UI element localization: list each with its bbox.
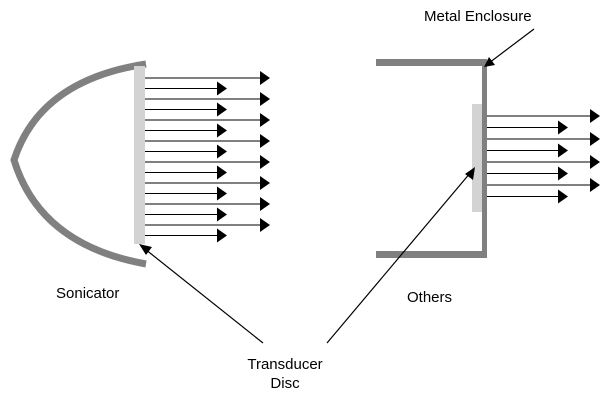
short-wave-arrow <box>145 228 227 243</box>
long-wave-arrow <box>145 218 270 232</box>
long-wave-arrow <box>487 155 600 169</box>
others-label: Others <box>407 289 453 306</box>
transducer-label-line1: Transducer <box>247 356 323 373</box>
long-wave-arrow <box>145 113 270 127</box>
sonicator-label: Sonicator <box>56 285 120 302</box>
short-wave-arrow <box>487 120 568 135</box>
short-wave-arrow <box>145 81 227 96</box>
others-wave-arrows <box>487 109 600 204</box>
short-wave-arrow <box>487 143 568 158</box>
short-wave-arrow <box>145 165 227 180</box>
pointer-metal-enclosure <box>484 28 535 67</box>
enclosure-bottom-wall <box>376 251 484 258</box>
enclosure-right-wall <box>482 59 487 258</box>
transducer-disc-label: Transducer Disc <box>230 355 340 393</box>
sonicator-housing <box>10 60 147 268</box>
long-wave-arrow <box>145 92 270 106</box>
metal-enclosure-label: Metal Enclosure <box>424 8 532 25</box>
long-wave-arrow <box>145 71 270 85</box>
enclosure-top-wall <box>376 59 484 66</box>
short-wave-arrow <box>145 186 227 201</box>
short-wave-arrow <box>145 207 227 222</box>
pointer-others-disc <box>326 167 475 344</box>
sonicator-transducer-disc <box>134 66 145 244</box>
pointer-sonicator-disc <box>139 244 264 344</box>
short-wave-arrow <box>145 144 227 159</box>
others-transducer-disc <box>472 104 482 212</box>
long-wave-arrow <box>487 109 600 123</box>
long-wave-arrow <box>487 178 600 192</box>
long-wave-arrow <box>145 155 270 169</box>
long-wave-arrow <box>487 132 600 146</box>
short-wave-arrow <box>487 166 568 181</box>
short-wave-arrow <box>145 123 227 138</box>
sonicator-wave-arrows <box>145 71 270 243</box>
short-wave-arrow <box>145 102 227 117</box>
long-wave-arrow <box>145 134 270 148</box>
transducer-label-line2: Disc <box>270 375 300 392</box>
long-wave-arrow <box>145 176 270 190</box>
short-wave-arrow <box>487 189 568 204</box>
long-wave-arrow <box>145 197 270 211</box>
